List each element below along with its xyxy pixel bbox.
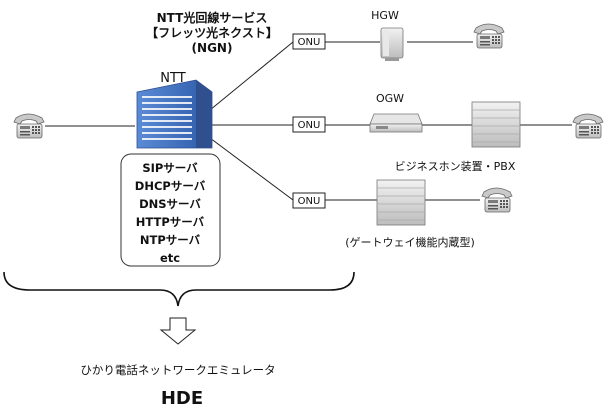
pbx-label: ビジネスホン装置・PBX: [395, 160, 516, 173]
onu-box-top: ONU: [292, 33, 326, 50]
phone-icon-left: [13, 113, 45, 139]
gateway-builtin-label: (ゲートウェイ機能内蔵型): [345, 235, 475, 249]
server-item: HTTPサーバ: [136, 215, 205, 229]
ogw-label: OGW: [376, 92, 404, 105]
phone-icon-hgw: [473, 23, 505, 49]
emulator-description: ひかり電話ネットワークエミュレータ: [80, 363, 275, 377]
gateway-pbx-device-icon: [376, 179, 426, 226]
server-list: SIPサーバ DHCPサーバ DNSサーバ HTTPサーバ NTPサーバ etc: [135, 161, 206, 265]
network-name-line3: (NGN): [192, 41, 233, 55]
onu-box-bottom: ONU: [292, 192, 326, 209]
server-item: DNSサーバ: [139, 197, 201, 211]
server-item: SIPサーバ: [142, 161, 198, 175]
network-name-line1: NTT光回線サービス: [157, 10, 268, 25]
server-item: etc: [160, 251, 180, 265]
network-title: NTT光回線サービス 【フレッツ光ネクスト】 (NGN): [146, 10, 278, 55]
server-item: NTPサーバ: [140, 233, 201, 247]
emulator-name: HDE: [161, 388, 203, 409]
onu-label: ONU: [298, 120, 321, 131]
phone-icon-gateway: [481, 187, 513, 213]
hgw-device-icon: [380, 27, 404, 61]
onu-label: ONU: [298, 196, 321, 207]
grouping-brace: [3, 271, 355, 307]
hgw-label: HGW: [371, 9, 399, 22]
building-icon: [136, 79, 213, 149]
phone-icon-pbx: [572, 113, 604, 139]
ogw-device-icon: [369, 113, 423, 133]
onu-box-middle: ONU: [292, 116, 326, 133]
pbx-device-icon: [471, 101, 521, 148]
server-item: DHCPサーバ: [135, 179, 206, 193]
server-list-box: [120, 153, 221, 267]
onu-label: ONU: [298, 37, 321, 48]
connection-lines: [45, 41, 572, 201]
network-name-line2: 【フレッツ光ネクスト】: [146, 25, 278, 40]
carrier-label: NTT: [160, 71, 185, 86]
down-arrow-icon: [159, 317, 197, 345]
